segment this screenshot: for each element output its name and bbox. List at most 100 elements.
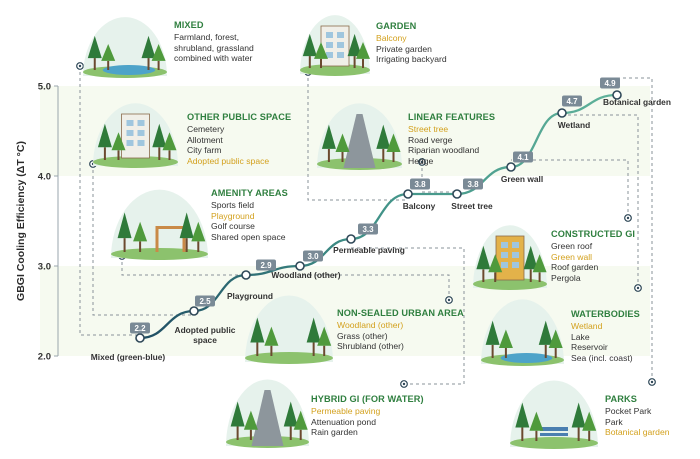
category-title: LINEAR FEATURES xyxy=(408,112,496,122)
point-label: Mixed (green-blue) xyxy=(91,352,166,362)
category-title: WATERBODIES xyxy=(571,309,640,319)
category-item: Road verge xyxy=(408,134,453,145)
category-item: Lake xyxy=(571,331,590,342)
connector-4 xyxy=(121,256,246,276)
category-item: Botanical garden xyxy=(605,427,670,438)
category-item: Attenuation pond xyxy=(311,416,376,427)
data-point xyxy=(506,162,516,172)
green-building-icon xyxy=(473,225,547,290)
data-point xyxy=(452,189,462,199)
connector-end-dot xyxy=(636,286,640,290)
y-tick-label: 2.0 xyxy=(38,352,51,363)
lake-forest-icon xyxy=(83,17,167,78)
value-label: 2.5 xyxy=(199,297,211,306)
point-label: Permeable paving xyxy=(333,245,405,255)
category-title: PARKS xyxy=(605,394,637,404)
category-item: Pocket Park xyxy=(605,406,652,417)
category-item: Sports field xyxy=(211,200,254,211)
category-item: Adopted public space xyxy=(187,155,270,166)
category-item: Street tree xyxy=(408,124,449,135)
category-title: HYBRID GI (FOR WATER) xyxy=(311,394,424,404)
data-point xyxy=(403,189,413,199)
value-label: 3.8 xyxy=(414,180,426,189)
point-label: Street tree xyxy=(451,201,493,211)
category-item: Allotment xyxy=(187,134,223,145)
category-non-sealed-urban-area: NON-SEALED URBAN AREA Woodland (other)Gra… xyxy=(337,308,464,352)
value-badge xyxy=(256,259,276,271)
category-item: Park xyxy=(605,416,623,427)
connector-end-dot xyxy=(402,382,406,386)
value-label: 2.9 xyxy=(260,261,272,270)
point-label: Woodland (other) xyxy=(271,270,340,280)
data-point xyxy=(295,261,305,271)
value-label: 3.0 xyxy=(307,252,319,261)
value-badge xyxy=(358,223,378,235)
data-point xyxy=(241,270,251,280)
category-item: Golf course xyxy=(211,221,255,232)
connector-3 xyxy=(421,162,457,193)
category-item: Playground xyxy=(211,210,255,221)
y-tick-label: 5.0 xyxy=(38,82,51,93)
category-title: NON-SEALED URBAN AREA xyxy=(337,308,464,318)
category-item: Green roof xyxy=(551,241,593,252)
category-item: Wetland xyxy=(571,321,603,332)
woodland-icon xyxy=(245,295,333,364)
y-tick-label: 4.0 xyxy=(38,172,51,183)
value-label: 4.7 xyxy=(566,97,578,106)
connector-0 xyxy=(79,66,140,336)
connector-2 xyxy=(92,164,194,316)
value-badge xyxy=(195,295,215,307)
category-item: Green wall xyxy=(551,251,593,262)
series-line xyxy=(139,93,618,340)
value-badge xyxy=(130,322,150,334)
category-item: shrubland, grassland xyxy=(174,42,254,53)
data-point xyxy=(557,108,567,118)
category-item: Grass (other) xyxy=(337,330,388,341)
value-badge xyxy=(463,178,483,190)
data-point xyxy=(612,90,622,100)
connector-8 xyxy=(351,247,465,385)
category-item: Cemetery xyxy=(187,124,225,135)
category-item: Farmland, forest, xyxy=(174,32,239,43)
category-item: Reservoir xyxy=(571,342,608,353)
public-space-icon xyxy=(93,103,178,168)
category-item: Shared open space xyxy=(211,231,286,242)
point-label: Wetland xyxy=(558,120,590,130)
category-title: AMENITY AREAS xyxy=(211,188,288,198)
category-item: Private garden xyxy=(376,43,432,54)
category-item: Balcony xyxy=(376,33,407,44)
connector-6 xyxy=(300,274,450,300)
category-title: CONSTRUCTED GI xyxy=(551,229,636,239)
category-item: Woodland (other) xyxy=(337,320,404,331)
connector-end-dot xyxy=(626,216,630,220)
category-item: Sea (incl. coast) xyxy=(571,352,633,363)
value-label: 2.2 xyxy=(134,324,146,333)
connector-end-dot xyxy=(650,380,654,384)
connector-end-dot xyxy=(78,64,82,68)
category-title: GARDEN xyxy=(376,21,417,31)
category-item: Riparian woodland xyxy=(408,145,480,156)
category-item: combined with water xyxy=(174,53,253,64)
value-badge xyxy=(600,77,620,89)
park-bench-icon xyxy=(510,380,598,449)
value-label: 3.8 xyxy=(467,180,479,189)
data-point xyxy=(135,333,145,343)
point-label: Balcony xyxy=(403,201,436,211)
category-item: Pergola xyxy=(551,272,581,283)
playground-icon xyxy=(111,189,208,260)
category-item: Roof garden xyxy=(551,262,599,273)
category-item: Shrubland (other) xyxy=(337,341,404,352)
connector-5 xyxy=(511,159,629,218)
y-tick-label: 3.0 xyxy=(38,262,51,273)
value-badge xyxy=(562,95,582,107)
value-label: 4.1 xyxy=(517,153,529,162)
house-garden-icon xyxy=(300,15,370,76)
